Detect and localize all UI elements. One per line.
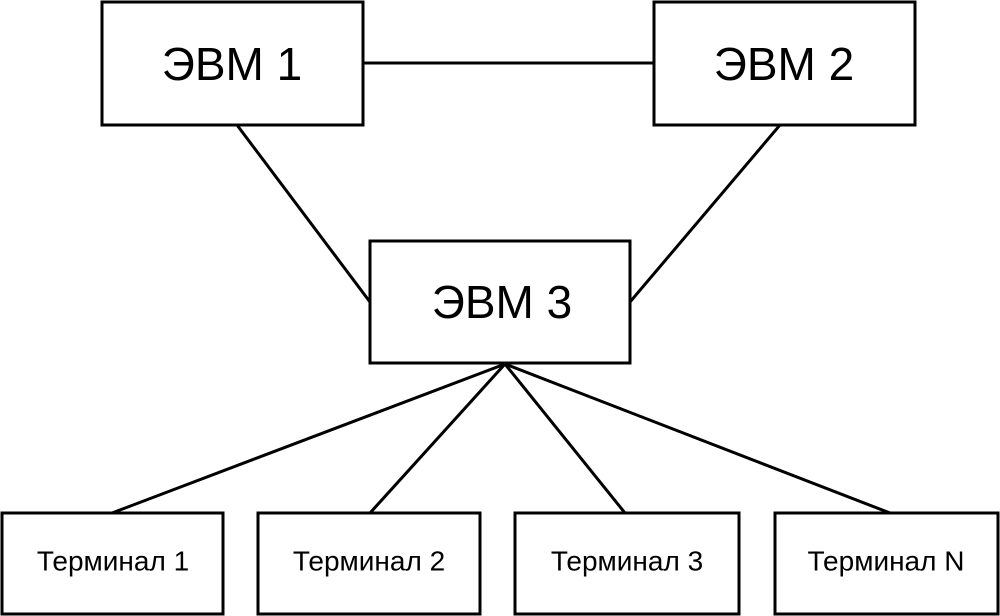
edge-evm1-evm3 [235, 124, 372, 303]
node-termN-label: Терминал N [808, 546, 965, 577]
node-termN: Терминал N [773, 511, 1000, 616]
edge-evm2-evm3 [628, 124, 782, 303]
edge-evm3-term1 [111, 362, 506, 515]
node-term1: Терминал 1 [0, 511, 225, 616]
node-evm2: ЭВМ 2 [652, 0, 917, 127]
node-term3: Терминал 3 [513, 511, 741, 616]
node-evm3-label: ЭВМ 3 [432, 276, 572, 328]
edge-evm3-termN [504, 362, 891, 515]
node-term2: Терминал 2 [256, 511, 482, 616]
node-term1-label: Терминал 1 [37, 546, 189, 577]
edges [111, 61, 891, 515]
node-term2-label: Терминал 2 [293, 546, 445, 577]
node-term3-label: Терминал 3 [551, 546, 703, 577]
node-evm1-label: ЭВМ 1 [162, 38, 302, 90]
edge-evm3-term2 [368, 362, 507, 515]
node-evm1: ЭВМ 1 [100, 0, 365, 127]
node-evm2-label: ЭВМ 2 [714, 38, 854, 90]
edge-evm3-term3 [503, 363, 627, 514]
node-evm3: ЭВМ 3 [368, 239, 632, 365]
